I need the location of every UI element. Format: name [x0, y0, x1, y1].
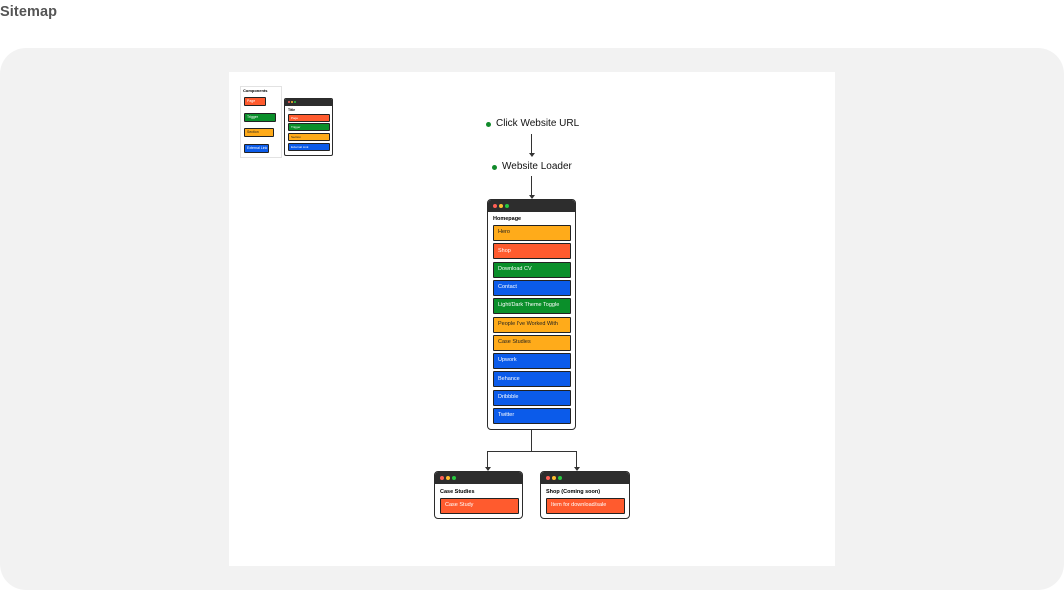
maximize-dot-icon	[294, 101, 296, 103]
homepage-item-dribbble: Dribbble	[493, 389, 571, 406]
template-window-titlebar	[285, 99, 332, 106]
shop-window-titlebar	[541, 472, 629, 484]
shop-window: Shop (Coming soon) Item for download/sal…	[540, 471, 630, 519]
minimize-dot-icon	[446, 476, 450, 480]
homepage-item-light-dark-theme-toggle: Light/Dark Theme Toggle	[493, 298, 571, 315]
homepage-item-upwork: Upwork	[493, 353, 571, 370]
legend-heading: Components	[243, 88, 268, 93]
template-window: Title Page Trigger Section External Link	[284, 98, 333, 156]
connector-branch	[487, 451, 577, 452]
homepage-item-twitter: Twitter	[493, 408, 571, 424]
shop-item: Item for download/sale	[546, 498, 625, 514]
minimize-dot-icon	[499, 204, 503, 208]
connector-loader-to-homepage	[531, 176, 532, 195]
maximize-dot-icon	[505, 204, 509, 208]
case-studies-window-titlebar	[435, 472, 522, 484]
page-title: Sitemap	[0, 4, 58, 20]
legend-panel: Components Page Trigger Section External…	[240, 86, 282, 158]
close-dot-icon	[546, 476, 550, 480]
start-node-dot-icon	[486, 122, 491, 127]
homepage-item-case-studies: Case Studies	[493, 334, 571, 351]
template-item-external-link: External Link	[288, 143, 330, 151]
template-item-page: Page	[288, 114, 330, 122]
maximize-dot-icon	[452, 476, 456, 480]
legend-item-page: Page	[244, 97, 266, 106]
case-study-item: Case Study	[440, 498, 519, 514]
homepage-item-people-i-ve-worked-with: People I've Worked With	[493, 316, 571, 333]
case-studies-window: Case Studies Case Study	[434, 471, 523, 519]
arrow-head-icon	[484, 467, 491, 471]
arrow-head-icon	[528, 153, 535, 157]
template-item-trigger: Trigger	[288, 123, 330, 131]
maximize-dot-icon	[558, 476, 562, 480]
connector-to-shop	[576, 451, 577, 468]
legend-item-external-link: External Link	[244, 144, 269, 153]
arrow-head-icon	[528, 195, 535, 199]
homepage-item-hero: Hero	[493, 225, 571, 241]
close-dot-icon	[288, 101, 290, 103]
connector-to-case-studies	[487, 451, 488, 468]
minimize-dot-icon	[552, 476, 556, 480]
close-dot-icon	[493, 204, 497, 208]
loader-node-label: Website Loader	[502, 161, 572, 172]
start-node-label: Click Website URL	[496, 118, 580, 129]
homepage-item-download-cv: Download CV	[493, 261, 571, 278]
sitemap-board: Components Page Trigger Section External…	[229, 72, 835, 566]
arrow-head-icon	[573, 467, 580, 471]
shop-heading: Shop (Coming soon)	[546, 489, 601, 495]
homepage-heading: Homepage	[493, 216, 522, 222]
connector-start-to-loader	[531, 134, 532, 153]
connector-homepage-down	[531, 430, 532, 451]
homepage-window-titlebar	[488, 200, 575, 212]
minimize-dot-icon	[291, 101, 293, 103]
legend-item-trigger: Trigger	[244, 113, 276, 122]
case-studies-heading: Case Studies	[440, 489, 475, 495]
template-item-section: Section	[288, 133, 330, 141]
homepage-item-contact: Contact	[493, 279, 571, 296]
loader-node-dot-icon	[492, 165, 497, 170]
homepage-item-behance: Behance	[493, 371, 571, 388]
template-window-heading: Title	[288, 108, 296, 112]
legend-item-section: Section	[244, 128, 274, 137]
close-dot-icon	[440, 476, 444, 480]
homepage-item-shop: Shop	[493, 243, 571, 260]
